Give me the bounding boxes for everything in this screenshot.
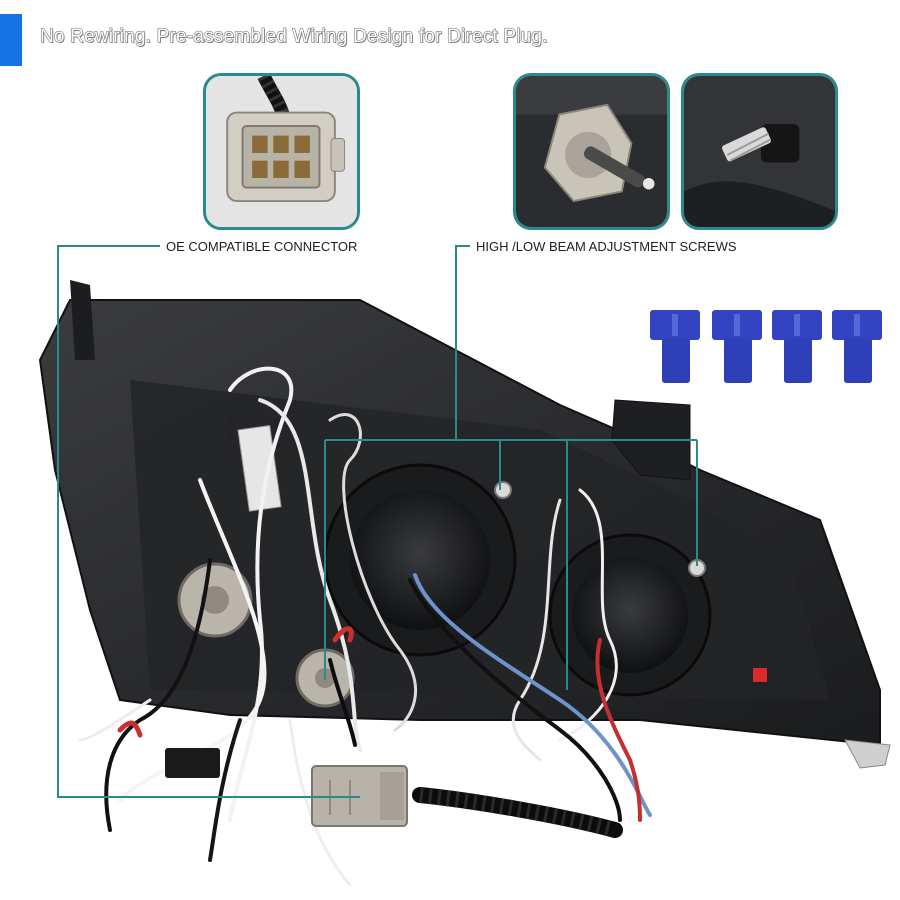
small-connector — [165, 748, 220, 778]
screws-callout-label: HIGH /LOW BEAM ADJUSTMENT SCREWS — [473, 239, 740, 254]
headline: No Rewiring. Pre-assembled Wiring Design… — [40, 26, 548, 48]
splice-connector-1 — [650, 310, 700, 383]
splice-connectors — [650, 310, 882, 383]
connector-closeup-inset — [203, 73, 360, 230]
connector-callout-line — [57, 245, 360, 798]
splice-connector-4 — [832, 310, 882, 383]
mounting-tab-left — [70, 280, 95, 360]
connector-closeup-image — [206, 76, 357, 227]
adjustment-screw-1 — [494, 481, 512, 499]
product-sticker — [237, 424, 282, 512]
screw-closeup-image-2 — [684, 76, 835, 227]
splice-connector-2 — [712, 310, 762, 383]
screw-closeup-inset-1 — [513, 73, 670, 230]
splice-connector-3 — [772, 310, 822, 383]
screws-callout-line — [455, 245, 470, 440]
connector-callout-label: OE COMPATIBLE CONNECTOR — [163, 239, 361, 254]
dot-mark — [753, 668, 767, 682]
screw-closeup-inset-2 — [681, 73, 838, 230]
screw-closeup-image-1 — [516, 76, 667, 227]
accent-bar — [0, 14, 22, 66]
